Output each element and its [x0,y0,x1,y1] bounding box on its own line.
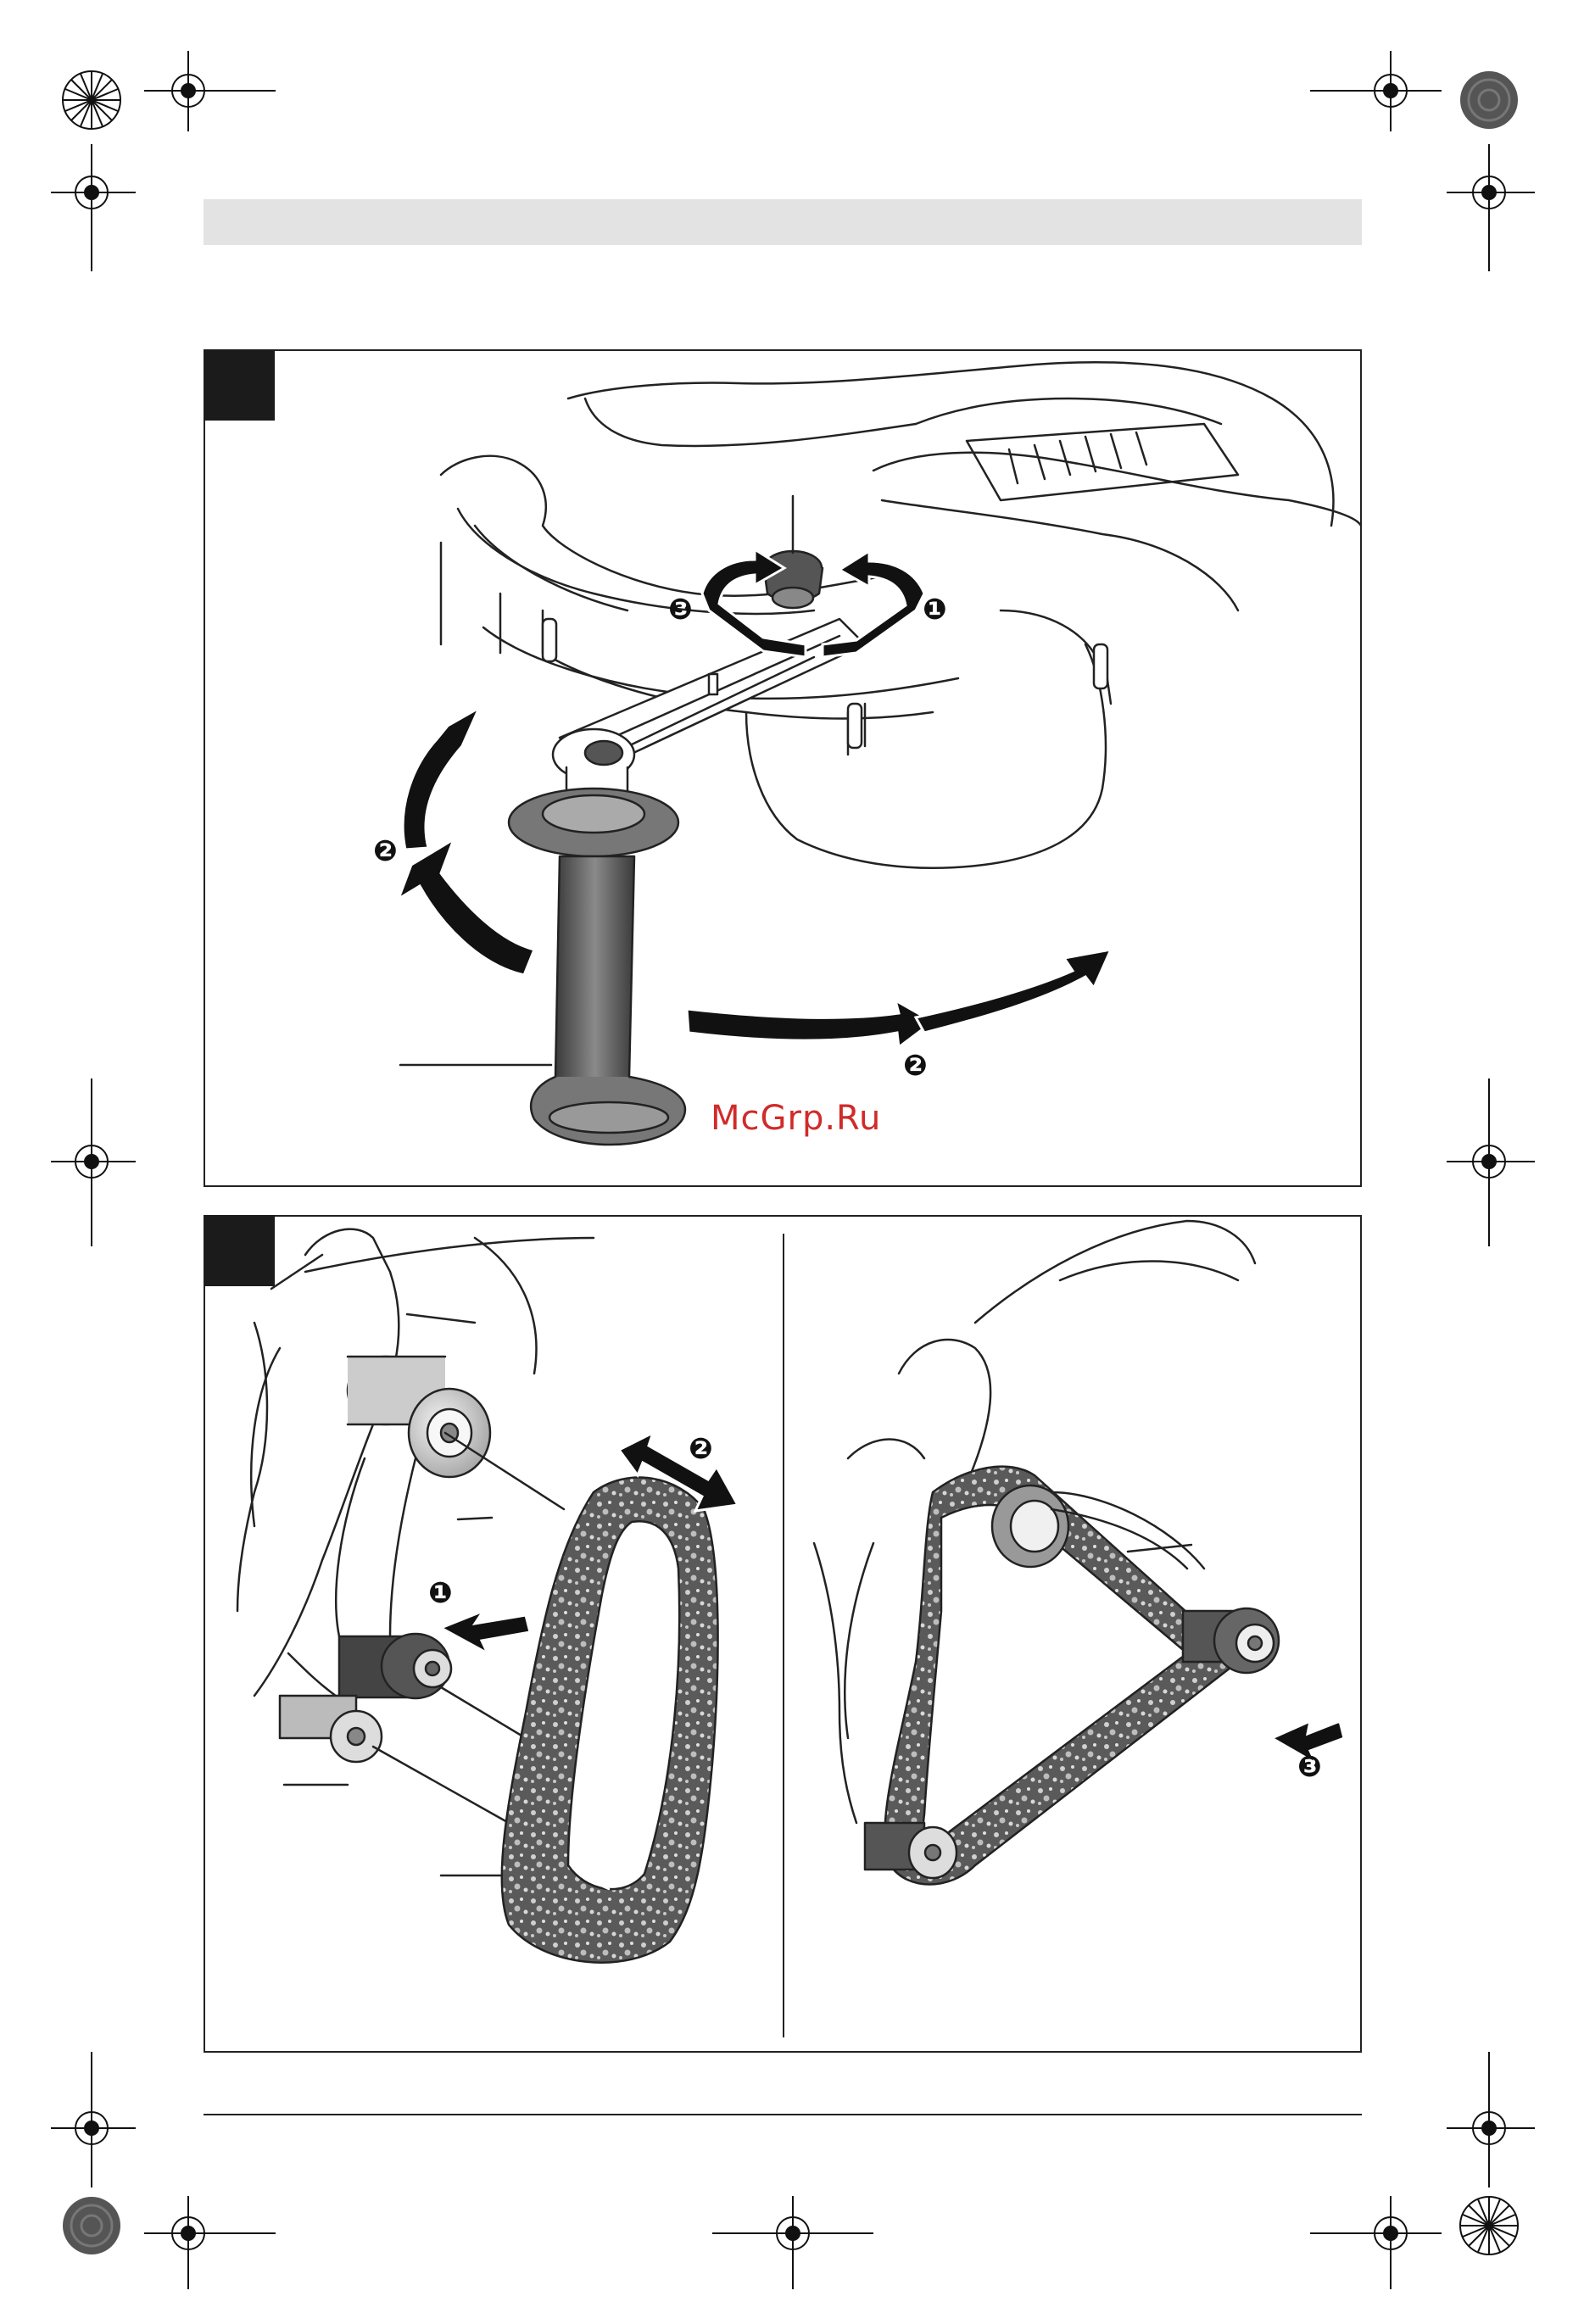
top-roller [348,1357,490,1477]
tension-roller [280,1696,382,1762]
leader-tension-roller [373,1747,509,1823]
push-arrow-icon [441,1611,530,1653]
side-handle [509,789,685,1145]
registration-target-mid-right [1447,1078,1535,1246]
handle-support-arm [553,619,865,812]
registration-target-top-left-2 [51,144,136,271]
bottom-roller [339,1634,451,1698]
registration-target-mid-left [51,1078,136,1246]
figure-b-left-artwork [237,1229,718,1963]
gray-wheel-top-right [1460,71,1518,129]
marker-2b-text: ❷ [903,1049,928,1083]
star-wheel-bottom-right [1460,2197,1518,2254]
registration-target-bottom-left [51,2052,136,2187]
registration-target-bottom-left-2 [144,2196,276,2289]
marker-3-text: ❸ [668,593,693,627]
marker-2c-text: ❷ [689,1432,713,1466]
star-wheel-top-left [63,71,120,129]
tool-arm-frame-left [254,1229,399,1696]
rotate-right-arrow-icon [823,551,924,657]
marker-3b-text: ❸ [1297,1750,1322,1784]
registration-wheels [63,71,1518,2254]
registration-target-bottom-center [712,2196,873,2289]
right-top-roller [992,1485,1068,1567]
tool-housing [746,644,1106,868]
marker-1-text: ❶ [923,593,947,627]
gray-wheel-bottom-left [63,2197,120,2254]
registration-target-top-right [1310,51,1442,131]
figure-b-right-markers: ❸ [1297,1750,1322,1784]
registration-target-bottom-right [1310,2196,1442,2289]
watermark: McGrp.Ru [711,1099,881,1138]
registration-target-bottom-right-2 [1447,2052,1535,2187]
registration-target-top-right-2 [1447,144,1535,271]
tool-body-right [975,1221,1255,1323]
marker-2-text: ❷ [373,834,398,868]
right-bottom-roller [865,1823,957,1878]
leader-bottom-roller [441,1687,526,1738]
figure-a-arrows [399,549,1111,1047]
marker-1b-text: ❶ [428,1576,453,1610]
swing-up-arrow-icon [403,708,479,850]
swing-right-arrow-icon [687,1000,933,1047]
registration-target-top-left [0,0,276,131]
leader-arm [458,1518,492,1519]
registration-marks [0,0,1535,2289]
figure-b-right-artwork [814,1221,1279,1885]
